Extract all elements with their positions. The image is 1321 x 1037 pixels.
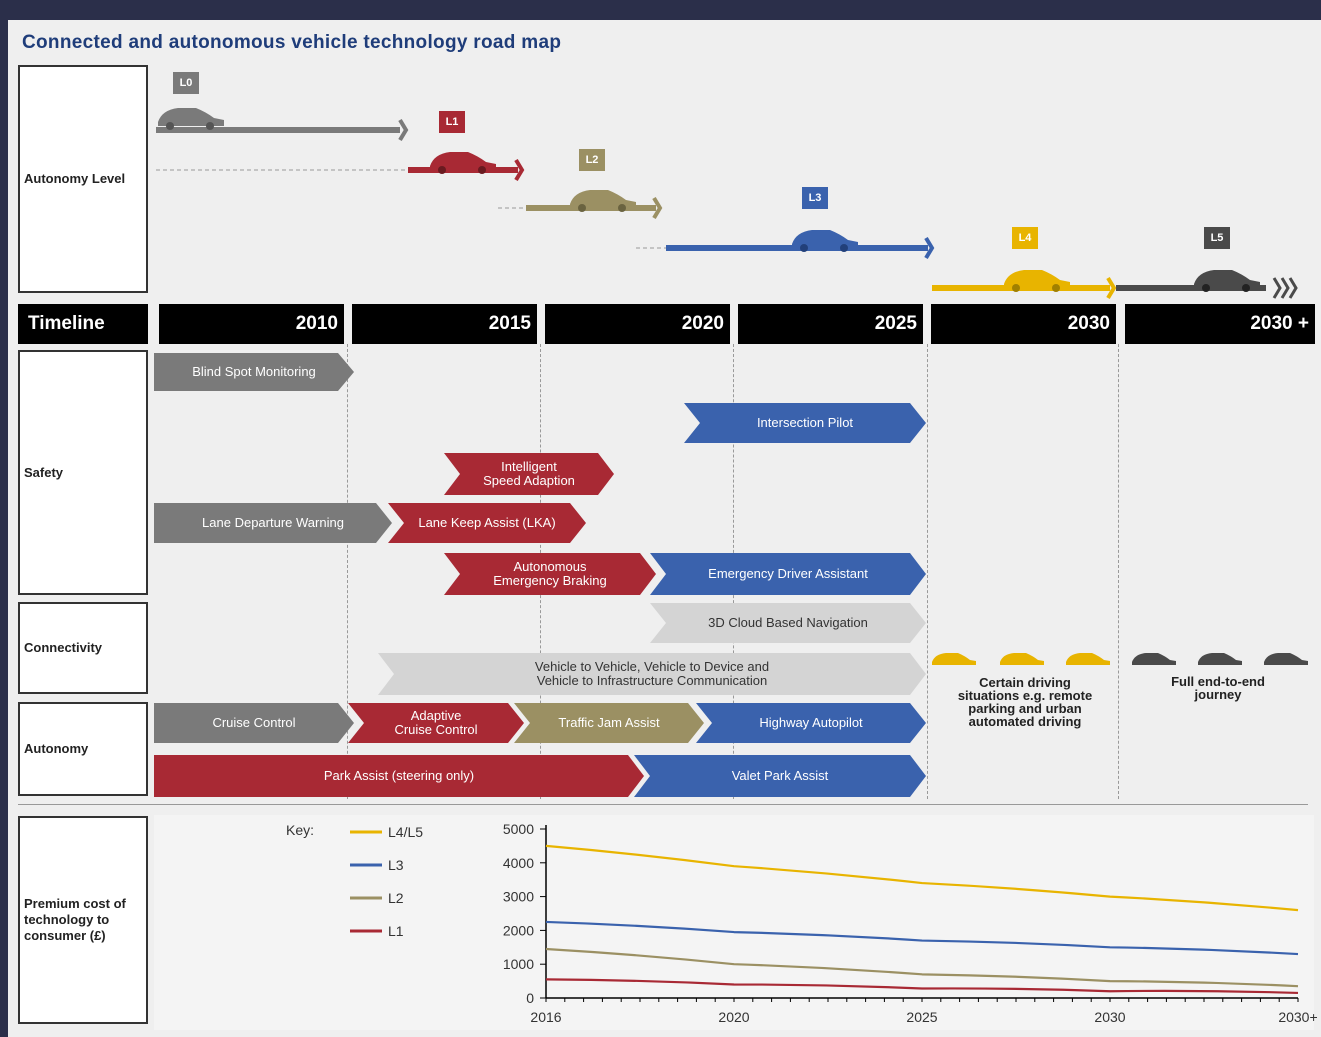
timeline-year-2015: 2015	[352, 304, 537, 344]
feature-lane-keep-assist: Lane Keep Assist (LKA)	[388, 503, 586, 543]
feature-valet-park-assist: Valet Park Assist	[634, 755, 926, 797]
feature-3d-cloud-navigation: 3D Cloud Based Navigation	[650, 603, 926, 643]
x-tick-label: 2016	[530, 1009, 561, 1025]
legend-label-l2: L2	[388, 890, 404, 906]
car-icon-l5	[1194, 270, 1260, 292]
level-badge-l3: L3	[802, 187, 828, 209]
level-badge-l4: L4	[1012, 227, 1038, 249]
roadmap-figure: Connected and autonomous vehicle technol…	[8, 20, 1321, 1037]
cost-chart-panel	[154, 815, 1314, 1030]
feature-cruise-control: Cruise Control	[154, 703, 354, 743]
x-tick-label: 2025	[906, 1009, 937, 1025]
car-icon-l3	[792, 230, 858, 252]
series-line-l3	[545, 920, 1299, 956]
car-icon-l2	[570, 190, 636, 212]
autonomy-level-label: Autonomy Level	[18, 65, 148, 293]
car-icon-l1	[430, 152, 496, 174]
y-tick-label: 5000	[503, 821, 534, 837]
legend-label-l4-l5: L4/L5	[388, 824, 423, 840]
timeline-label: Timeline	[18, 304, 148, 344]
timeline-year-2010: 2010	[159, 304, 344, 344]
timeline-year-2025: 2025	[738, 304, 923, 344]
grid-line	[1118, 344, 1119, 799]
legend-key-label: Key:	[286, 822, 315, 838]
feature-traffic-jam-assist: Traffic Jam Assist	[514, 703, 704, 743]
level-badge-l2: L2	[579, 149, 605, 171]
feature-intersection-pilot: Intersection Pilot	[684, 403, 926, 443]
feature-emergency-driver-assistant: Emergency Driver Assistant	[650, 553, 926, 595]
x-tick-label: 2020	[718, 1009, 749, 1025]
level-badge-l1: L1	[439, 111, 465, 133]
autonomy-level-staircase	[156, 108, 1298, 300]
legend-label-l3: L3	[388, 857, 404, 873]
figure-title: Connected and autonomous vehicle technol…	[22, 32, 562, 53]
timeline-year-2020: 2020	[545, 304, 730, 344]
cost-label: Premium cost of technology to consumer (…	[18, 816, 148, 1024]
safety-label: Safety	[18, 350, 148, 595]
timeline-year-2030: 2030	[931, 304, 1116, 344]
feature-v2x-communication: Vehicle to Vehicle, Vehicle to Device an…	[378, 653, 926, 695]
autonomy-label: Autonomy	[18, 702, 148, 796]
feature-blind-spot-monitoring: Blind Spot Monitoring	[154, 353, 354, 391]
feature-highway-autopilot: Highway Autopilot	[696, 703, 926, 743]
legend-label-l1: L1	[388, 923, 404, 939]
x-tick-label: 2030+	[1278, 1009, 1317, 1025]
series-line-l1	[545, 978, 1299, 995]
y-tick-label: 4000	[503, 855, 534, 871]
note-l4: Certain driving situations e.g. remote p…	[957, 675, 1093, 729]
car-icon-l0	[158, 108, 224, 130]
y-tick-label: 3000	[503, 889, 534, 905]
series-line-l4-l5	[545, 844, 1299, 912]
connectivity-label: Connectivity	[18, 602, 148, 694]
timeline-year-2030-plus: 2030 +	[1125, 304, 1315, 344]
grid-line	[927, 344, 928, 799]
car-icon-l4	[1004, 270, 1070, 292]
feature-lane-departure-warning: Lane Departure Warning	[154, 503, 392, 543]
note-l5: Full end-to-end journey	[1171, 674, 1265, 702]
car-icon-l4-small	[932, 653, 1110, 665]
car-row-icons	[932, 653, 1308, 665]
feature-park-assist: Park Assist (steering only)	[154, 755, 644, 797]
y-tick-label: 1000	[503, 956, 534, 972]
series-line-l2	[545, 947, 1299, 988]
section-divider	[18, 804, 1308, 805]
y-tick-label: 0	[526, 990, 534, 1006]
grid-line	[347, 344, 348, 799]
x-tick-label: 2030	[1094, 1009, 1125, 1025]
cost-line-chart: 5000 4000 3000 2000 1000 0 2016 2020 2025 2030 203…	[503, 821, 1318, 1025]
level-badge-l0: L0	[173, 72, 199, 94]
car-icon-l5-small	[1132, 653, 1308, 665]
y-tick-label: 2000	[503, 922, 534, 938]
level-badge-l5: L5	[1204, 227, 1230, 249]
